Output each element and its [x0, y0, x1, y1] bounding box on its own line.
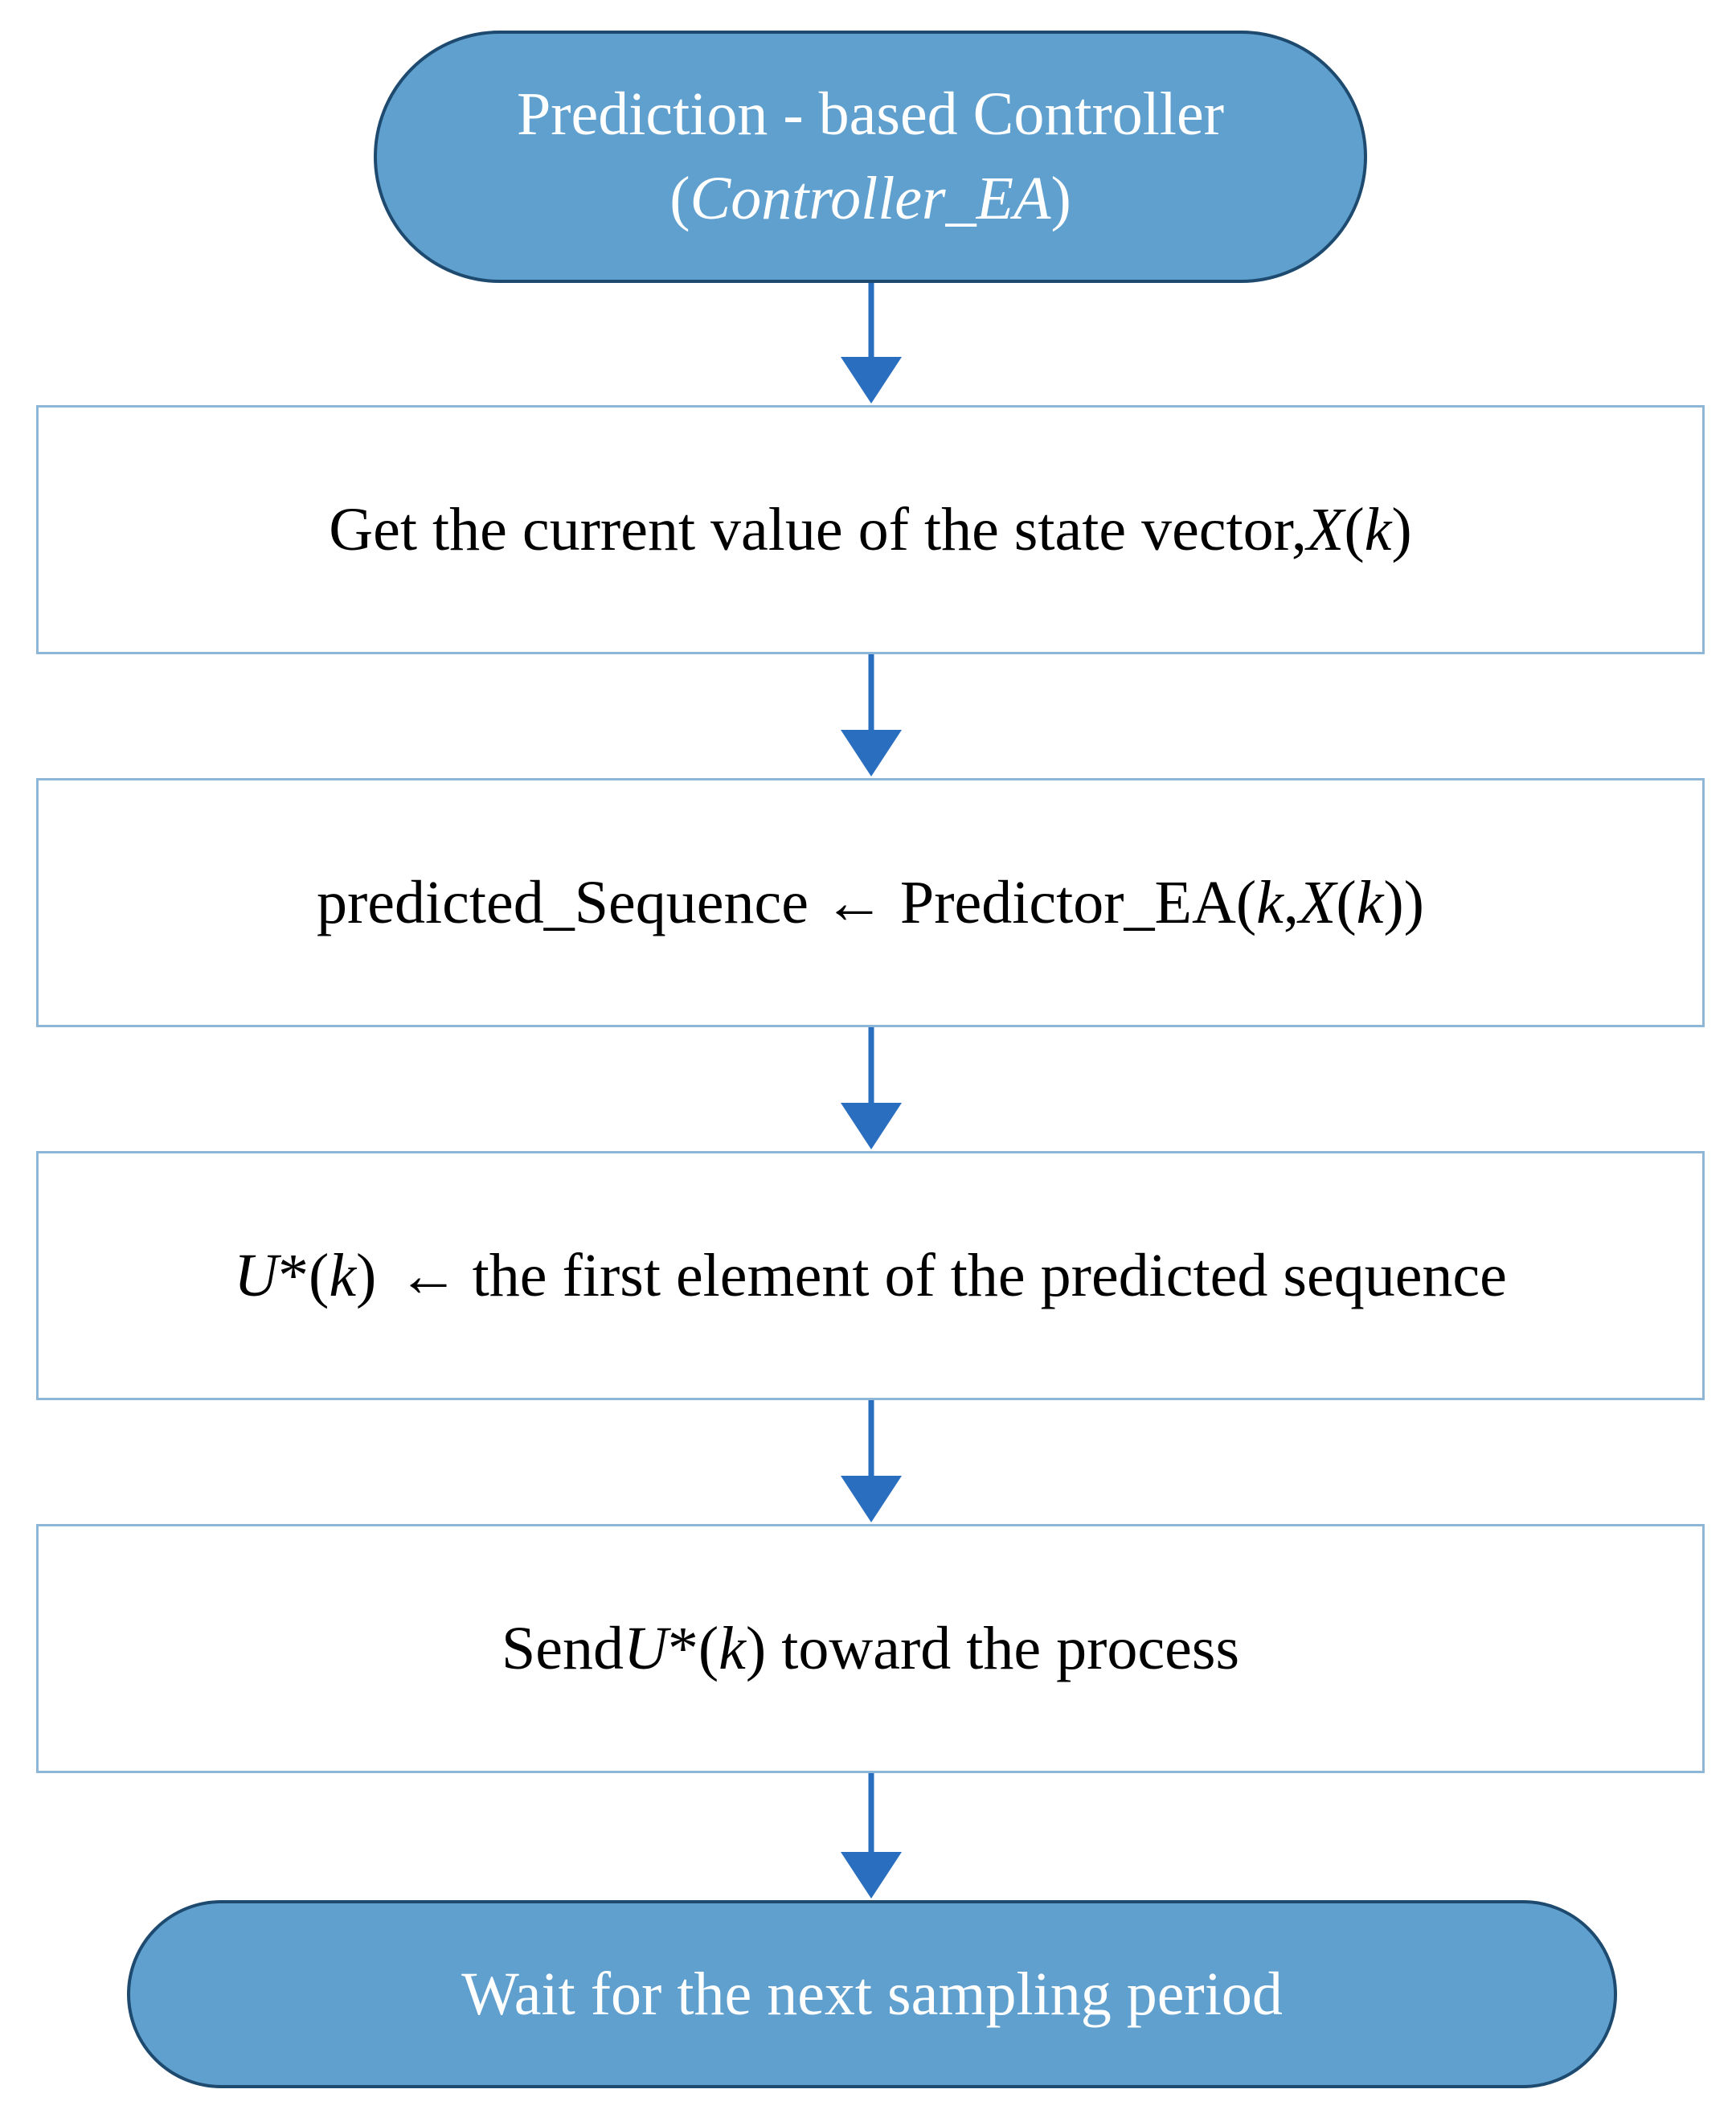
process-step-1: Get the current value of the state vecto…	[36, 405, 1705, 654]
start-subtitle-name: Controller_EA	[690, 165, 1051, 232]
start-subtitle-open: (	[669, 165, 690, 232]
step1-text-a: Get the current value of the state vecto…	[329, 495, 1307, 563]
end-terminal: Wait for the next sampling period	[127, 1900, 1617, 2088]
step1-var-x: X	[1306, 495, 1345, 563]
arrow-step1-to-step2	[841, 654, 902, 776]
end-label: Wait for the next sampling period	[461, 1960, 1283, 2028]
process-step-2: predicted_Sequence ← Predictor_EA(k,X(k)…	[36, 778, 1705, 1027]
step3-text-b: )	[356, 1241, 377, 1309]
step2-var-k2: k	[1356, 868, 1384, 936]
step1-text-b: (	[1344, 495, 1365, 563]
step4-var-k: k	[719, 1614, 746, 1682]
step3-var-u: U	[234, 1241, 278, 1309]
step4-text-b: *(	[667, 1614, 719, 1682]
step2-text-b: ,	[1283, 868, 1299, 936]
step2-text-a: predicted_Sequence ← Predictor_EA(	[317, 868, 1257, 936]
step3-arrow-symbol: ←	[397, 1241, 459, 1309]
start-terminal: Prediction - based Controller (Controlle…	[374, 31, 1367, 283]
arrow-step4-to-end	[841, 1773, 902, 1899]
arrow-start-to-step1	[841, 283, 902, 404]
step2-var-k: k	[1256, 868, 1284, 936]
step1-var-k: k	[1364, 495, 1392, 563]
start-subtitle: (Controller_EA)	[669, 157, 1071, 241]
step4-text-c: ) toward the process	[745, 1614, 1240, 1682]
step3-text-a: *(	[278, 1241, 330, 1309]
step4-text-a: Send	[501, 1614, 624, 1682]
step3-var-k: k	[329, 1241, 357, 1309]
step1-text-c: )	[1391, 495, 1412, 563]
step2-text-d: ))	[1383, 868, 1424, 936]
step2-text-c: (	[1336, 868, 1357, 936]
arrow-step2-to-step3	[841, 1027, 902, 1149]
start-title: Prediction - based Controller	[516, 80, 1225, 149]
step2-var-x: X	[1298, 868, 1337, 936]
process-step-3: U*(k) ←the first element of the predicted…	[36, 1151, 1705, 1400]
process-step-4: Send U*(k) toward the process	[36, 1524, 1705, 1773]
start-subtitle-close: )	[1050, 165, 1071, 232]
step3-text-d: the first element of the predicted seque…	[472, 1241, 1507, 1309]
arrow-step3-to-step4	[841, 1400, 902, 1522]
step4-var-u: U	[623, 1614, 668, 1682]
